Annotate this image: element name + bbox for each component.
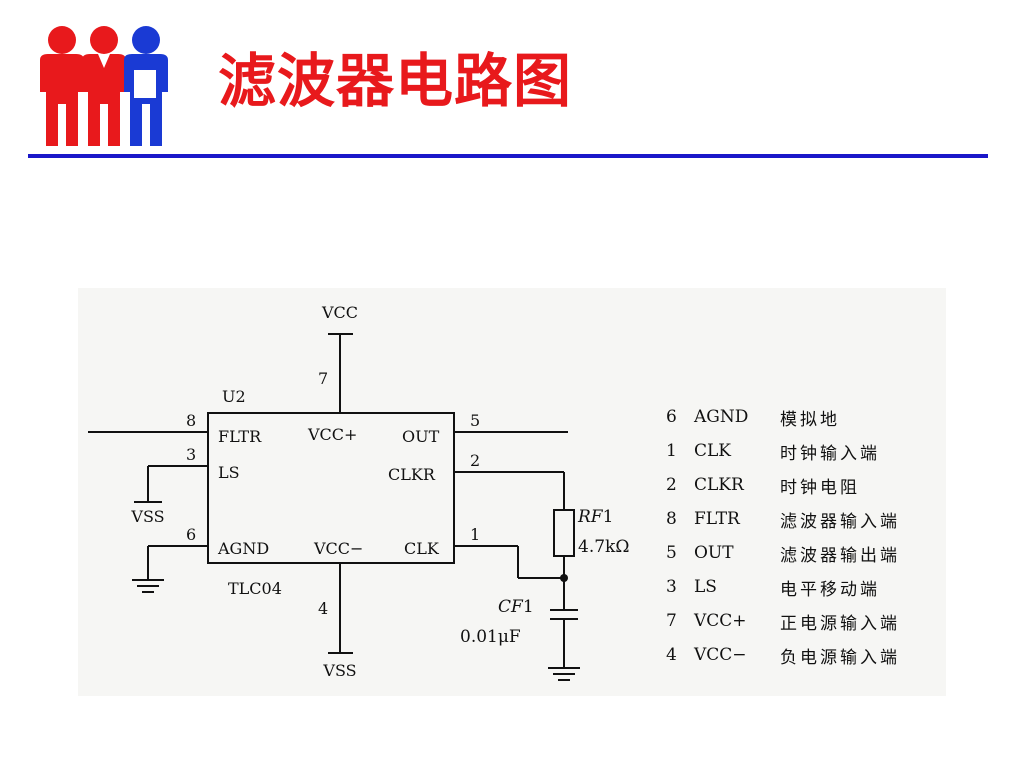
junction-dot [560, 574, 568, 582]
ic-part-label: TLC04 [228, 579, 282, 598]
pin-table-number: 1 [666, 441, 677, 461]
pin1-number: 1 [470, 525, 480, 544]
pin7-label: VCC+ [307, 425, 357, 444]
filter-schematic: VCC 7 U2 8 FLTR VCC+ OUT 5 3 LS 2 CLKR V… [88, 303, 629, 681]
capacitor-value: 0.01μF [460, 627, 521, 647]
ic-body [207, 412, 455, 564]
pin2-number: 2 [470, 451, 480, 470]
pin-table-number: 3 [666, 577, 677, 597]
pin-table-description: 时钟输入端 [780, 443, 880, 464]
pin-table-row: 6 AGND 模拟地 [666, 400, 936, 434]
resistor-value: 4.7kΩ [578, 537, 629, 557]
pin-table-row: 4 VCC− 负电源输入端 [666, 638, 936, 672]
pin-table-row: 2 CLKR 时钟电阻 [666, 468, 936, 502]
person-1-icon [40, 26, 84, 146]
pin3-label: LS [218, 463, 240, 482]
pin3-number: 3 [186, 445, 196, 464]
pin1-label: CLK [404, 539, 440, 558]
pin5-number: 5 [470, 411, 480, 430]
pin6-label: AGND [217, 539, 269, 558]
pin-table-row: 5 OUT 滤波器输出端 [666, 536, 936, 570]
pin-table-name: VCC− [694, 645, 747, 665]
pin-table-name: VCC+ [694, 611, 747, 631]
pin-table-description: 时钟电阻 [780, 477, 860, 498]
pin6-number: 6 [186, 525, 196, 544]
circuit-figure: VCC 7 U2 8 FLTR VCC+ OUT 5 3 LS 2 CLKR V… [78, 288, 946, 696]
pin-table-row: 1 CLK 时钟输入端 [666, 434, 936, 468]
pin-table-description: 正电源输入端 [780, 613, 900, 634]
resistor-ref: RF1 [577, 507, 613, 527]
pin-table-number: 7 [666, 611, 677, 631]
pin-table-description: 模拟地 [780, 409, 840, 430]
pin-table-number: 5 [666, 543, 677, 563]
pin-table-row: 7 VCC+ 正电源输入端 [666, 604, 936, 638]
pin-table-name: CLKR [694, 475, 744, 495]
pin-table-name: OUT [694, 543, 734, 563]
pin7-number: 7 [318, 369, 328, 388]
pin-table-name: LS [694, 577, 717, 597]
pin4-label: VCC− [313, 539, 363, 558]
pin4-number: 4 [318, 599, 328, 618]
slide-title: 滤波器电路图 [218, 47, 573, 115]
pin-table-row: 8 FLTR 滤波器输入端 [666, 502, 936, 536]
pin-function-table: 6 AGND 模拟地 1 CLK 时钟输入端 2 CLKR 时钟电阻 8 FLTR 滤波器输入端 5 OU… [666, 400, 936, 672]
left-vss-label: VSS [130, 507, 164, 526]
vcc-top-label: VCC [321, 303, 358, 322]
pin-table-name: AGND [694, 407, 749, 427]
pin-table-description: 电平移动端 [780, 579, 880, 600]
pin2-label: CLKR [388, 465, 436, 484]
pin-table-row: 3 LS 电平移动端 [666, 570, 936, 604]
pin8-label: FLTR [218, 427, 262, 446]
person-2-icon [82, 26, 126, 146]
pin-table-number: 2 [666, 475, 677, 495]
pin-table-number: 6 [666, 407, 677, 427]
pin-table-name: FLTR [694, 509, 740, 529]
team-people-logo [40, 26, 168, 146]
pin-table-description: 负电源输入端 [780, 647, 900, 668]
capacitor-ref: CF1 [498, 597, 534, 617]
resistor-rf1 [553, 509, 575, 557]
pin-table-name: CLK [694, 441, 731, 461]
person-3-icon [124, 26, 168, 146]
pin8-number: 8 [186, 411, 196, 430]
pin-table-number: 4 [666, 645, 677, 665]
ic-ref-label: U2 [222, 387, 246, 406]
title-underline [28, 154, 988, 158]
pin-table-description: 滤波器输入端 [780, 511, 900, 532]
vss-bottom-label: VSS [322, 661, 356, 680]
pin-table-number: 8 [666, 509, 677, 529]
pin5-label: OUT [402, 427, 440, 446]
pin-table-description: 滤波器输出端 [780, 545, 900, 566]
